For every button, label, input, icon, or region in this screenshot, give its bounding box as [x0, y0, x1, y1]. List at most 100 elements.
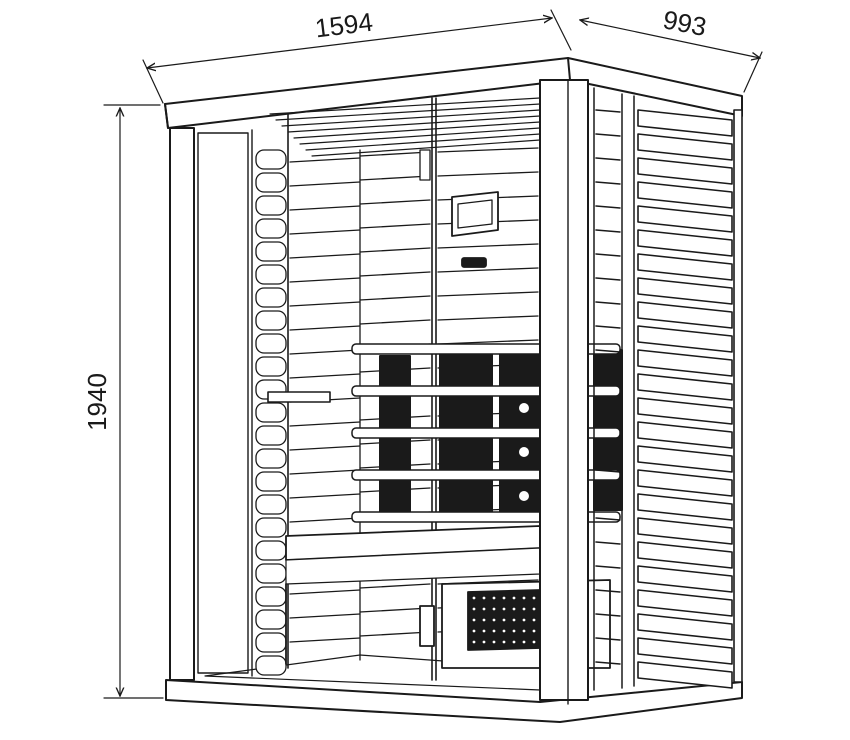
left-plank	[255, 310, 287, 331]
right-wall-planks	[637, 109, 733, 689]
left-plank	[255, 471, 287, 492]
depth-dimension-line	[580, 20, 760, 58]
window-slat	[595, 421, 621, 425]
left-plank	[255, 632, 287, 653]
ceiling-slat	[293, 121, 541, 139]
left-plank	[255, 586, 287, 607]
back-plank-line	[359, 583, 431, 589]
right-plank	[637, 517, 733, 545]
right-side-window	[593, 87, 635, 691]
heater-vent	[519, 447, 529, 457]
left-plank	[255, 264, 287, 285]
right-plank	[637, 565, 733, 593]
left-plank	[255, 333, 287, 354]
back-plank-line	[289, 589, 361, 595]
window-slat	[595, 109, 621, 113]
window-slat	[595, 301, 621, 305]
back-plank-line	[289, 181, 361, 187]
back-plank-line	[359, 631, 431, 637]
width-dimension-line	[147, 18, 552, 68]
heater-dot	[500, 638, 508, 646]
width-value: 1594	[313, 7, 374, 44]
heater-dot	[520, 594, 528, 602]
back-plank-line	[289, 373, 361, 379]
back-plank-line	[359, 199, 431, 205]
right-plank	[637, 541, 733, 569]
heater-dot	[520, 605, 528, 613]
ceiling-slat	[287, 115, 541, 133]
back-plank-line	[359, 175, 431, 181]
window-slat	[595, 229, 621, 233]
window-slat	[595, 637, 621, 641]
heater-dot	[530, 638, 538, 646]
right-plank	[637, 397, 733, 425]
ceiling-slats	[269, 97, 541, 157]
back-plank-line	[289, 277, 361, 283]
back-plank-line	[289, 349, 361, 355]
heater-dot	[490, 605, 498, 613]
right-plank	[637, 229, 733, 257]
back-plank-line	[437, 147, 539, 153]
ceiling-slat	[281, 109, 541, 127]
window-slat	[595, 517, 621, 521]
back-plank-line	[289, 613, 361, 619]
right-plank	[637, 325, 733, 353]
back-plank-line	[437, 243, 539, 249]
window-slat	[595, 589, 621, 593]
left-plank	[255, 356, 287, 377]
ceiling-slat	[305, 133, 541, 151]
heater-dot	[510, 605, 518, 613]
ceiling-slat	[269, 97, 541, 115]
left-plank	[255, 287, 287, 308]
heater-vent	[519, 491, 529, 501]
left-plank	[255, 540, 287, 561]
left-plank	[255, 494, 287, 515]
back-plank-line	[437, 315, 539, 321]
width-extension-right	[550, 9, 572, 51]
left-plank	[255, 149, 287, 170]
back-plank-line	[289, 205, 361, 211]
right-plank	[637, 637, 733, 665]
height-dimension: 1940	[82, 104, 164, 699]
heater-dot	[470, 594, 478, 602]
heater-vent	[415, 447, 425, 457]
window-slat	[595, 133, 621, 137]
right-plank	[637, 205, 733, 233]
heater-dot	[530, 616, 538, 624]
left-plank	[255, 655, 287, 676]
bench	[285, 525, 541, 665]
width-dimension: 1594	[142, 7, 572, 104]
heater-dot	[470, 605, 478, 613]
window-slat	[595, 493, 621, 497]
heater-dot	[500, 605, 508, 613]
window-slat	[595, 469, 621, 473]
left-plank	[255, 448, 287, 469]
heater-dot	[530, 627, 538, 635]
back-plank-line	[359, 151, 431, 157]
right-plank	[637, 589, 733, 617]
right-plank	[637, 493, 733, 521]
heater-dot	[510, 627, 518, 635]
ceiling-slat	[311, 139, 541, 157]
right-plank	[637, 277, 733, 305]
right-plank	[637, 133, 733, 161]
heater-dot	[470, 616, 478, 624]
heater-dot	[490, 616, 498, 624]
window-slat	[595, 397, 621, 401]
back-plank-line	[359, 271, 431, 277]
window-slat	[595, 325, 621, 329]
sauna-cabin	[164, 57, 743, 723]
heater-dot	[510, 594, 518, 602]
door-handle	[267, 391, 331, 403]
right-plank	[637, 109, 733, 137]
height-value: 1940	[82, 373, 112, 431]
left-plank	[255, 425, 287, 446]
heater-dot	[480, 616, 488, 624]
heater-dot	[500, 627, 508, 635]
left-plank	[255, 563, 287, 584]
right-plank	[637, 349, 733, 377]
heater-dot	[520, 638, 528, 646]
back-plank-line	[289, 229, 361, 235]
heater-dot	[520, 616, 528, 624]
left-plank	[255, 241, 287, 262]
